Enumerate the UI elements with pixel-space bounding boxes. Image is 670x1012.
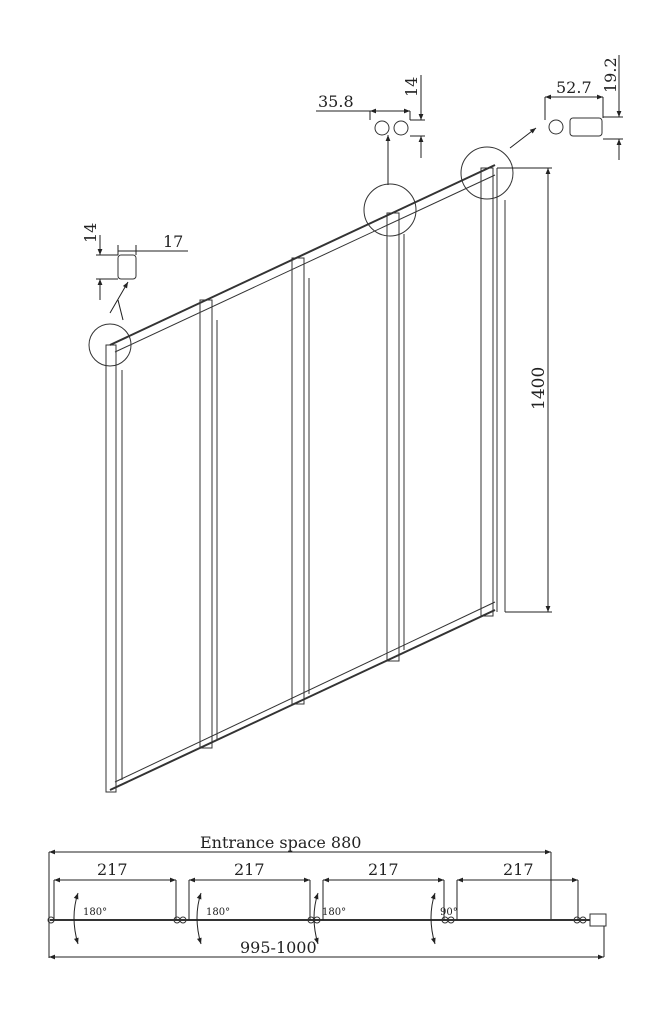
detail-right-height: 19.2 — [601, 57, 620, 93]
plan-view: Entrance space 880 995-1000 217 180° 217… — [47, 833, 607, 960]
total-width-label: 995-1000 — [240, 938, 317, 957]
detail-circle-right — [460, 146, 514, 200]
detail-right-width: 52.7 — [556, 78, 592, 97]
angle-2: 180° — [206, 907, 230, 918]
detail-left-height: 14 — [81, 223, 100, 243]
panel-width-3: 217 — [368, 860, 399, 879]
panel-dim-4: 217 90° — [430, 860, 587, 945]
panel-width-2: 217 — [234, 860, 265, 879]
panel-width-4: 217 — [503, 860, 534, 879]
detail-middle-width: 35.8 — [318, 92, 354, 111]
angle-3: 180° — [322, 907, 346, 918]
angle-4: 90° — [440, 907, 458, 918]
detail-circle-middle — [363, 183, 417, 237]
screen-isometric-view: 1400 — [88, 146, 552, 793]
entrance-space-label: Entrance space 880 — [200, 833, 361, 852]
detail-middle: 35.8 14 — [316, 75, 425, 185]
panel-width-1: 217 — [97, 860, 128, 879]
detail-middle-height: 14 — [402, 77, 421, 97]
detail-left: 14 17 — [81, 223, 188, 321]
panel-dim-2: 217 180° — [188, 860, 321, 945]
panel-frames — [105, 167, 506, 793]
detail-circle-left — [88, 323, 132, 367]
panel-dim-3: 217 180° — [313, 860, 455, 945]
height-dimension: 1400 — [529, 367, 549, 410]
angle-1: 180° — [83, 907, 107, 918]
panel-dim-1: 217 180° — [47, 860, 187, 945]
detail-left-width: 17 — [163, 232, 183, 251]
detail-right: 52.7 19.2 — [509, 55, 623, 160]
